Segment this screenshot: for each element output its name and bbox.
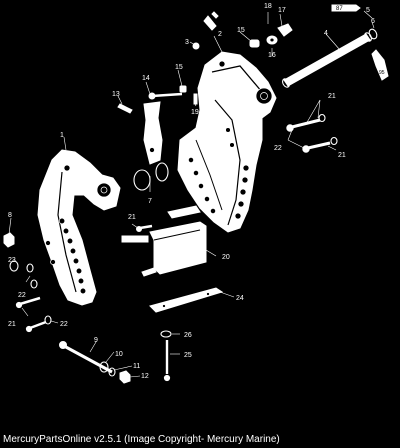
callout-22-left-upper: 22 bbox=[18, 292, 26, 299]
tilt-lock-lever[interactable] bbox=[143, 92, 183, 165]
callout-14: 14 bbox=[142, 75, 150, 82]
callout-21-lower: 21 bbox=[338, 152, 346, 159]
grease-fitting[interactable] bbox=[192, 42, 200, 50]
callout-24: 24 bbox=[236, 295, 244, 302]
callout-13: 13 bbox=[112, 91, 120, 98]
callout-7: 7 bbox=[148, 198, 152, 205]
anode-washer[interactable] bbox=[160, 330, 172, 338]
bushing[interactable] bbox=[249, 39, 260, 48]
washer-10[interactable] bbox=[99, 361, 109, 373]
callout-4: 4 bbox=[324, 30, 328, 37]
callout-8: 8 bbox=[8, 212, 12, 219]
callout-6: 6 bbox=[371, 18, 375, 25]
washer-left-1[interactable] bbox=[9, 260, 19, 272]
callout-9: 9 bbox=[94, 337, 98, 344]
through-bolt[interactable] bbox=[59, 341, 113, 374]
callout-2: 2 bbox=[218, 31, 222, 38]
washer-left-3[interactable] bbox=[30, 279, 38, 289]
callout-10: 10 bbox=[115, 351, 123, 358]
nut-left[interactable] bbox=[3, 232, 15, 248]
exploded-parts-diagram: 87 95 bbox=[3, 3, 389, 384]
callout-22-left-lower: 22 bbox=[60, 321, 68, 328]
right-transom-bracket[interactable] bbox=[177, 51, 277, 233]
detent-spring[interactable] bbox=[193, 93, 198, 105]
tube-label: 95 bbox=[379, 70, 385, 76]
callout-23: 23 bbox=[8, 257, 16, 264]
washers-right[interactable] bbox=[318, 113, 338, 146]
anode-bolt[interactable] bbox=[163, 340, 171, 382]
tube-washer[interactable] bbox=[368, 28, 379, 40]
copyright-caption: MercuryPartsOnline v2.5.1 (Image Copyrig… bbox=[3, 434, 280, 445]
callout-22-right: 22 bbox=[274, 145, 282, 152]
bolt-lower-right[interactable] bbox=[302, 141, 331, 153]
callout-16: 16 bbox=[268, 52, 276, 59]
bolt-left-2[interactable] bbox=[25, 320, 47, 333]
callout-17: 17 bbox=[278, 7, 286, 14]
callout-21-plate: 21 bbox=[128, 214, 136, 221]
washer-11[interactable] bbox=[108, 367, 116, 377]
callout-21-upper: 21 bbox=[328, 93, 336, 100]
callout-1: 1 bbox=[60, 132, 64, 139]
bolt-plate[interactable] bbox=[136, 224, 153, 232]
callout-3: 3 bbox=[185, 39, 189, 46]
bushing-ring[interactable] bbox=[133, 162, 169, 191]
pivot-pin[interactable] bbox=[266, 35, 278, 45]
swivel-tube[interactable] bbox=[281, 32, 373, 89]
callout-26: 26 bbox=[184, 332, 192, 339]
callout-25: 25 bbox=[184, 352, 192, 359]
mounting-plate[interactable] bbox=[121, 205, 207, 277]
left-transom-bracket[interactable] bbox=[37, 149, 121, 306]
locknut-12[interactable] bbox=[119, 370, 131, 384]
callout-21-left: 21 bbox=[8, 321, 16, 328]
callout-15-top: 15 bbox=[237, 27, 245, 34]
callout-20: 20 bbox=[222, 254, 230, 261]
lubricant-tube-87: 87 bbox=[331, 4, 361, 12]
callout-19: 19 bbox=[191, 109, 199, 116]
retaining-clip[interactable] bbox=[267, 12, 293, 37]
tilt-pin-washer[interactable] bbox=[179, 85, 187, 93]
washer-left-4[interactable] bbox=[44, 315, 52, 325]
callout-15-mid: 15 bbox=[175, 64, 183, 71]
bolt-upper-right[interactable] bbox=[286, 118, 321, 132]
callout-11: 11 bbox=[133, 363, 140, 370]
anode-plate[interactable] bbox=[149, 287, 224, 313]
bolt-left-1[interactable] bbox=[15, 296, 41, 309]
washer-left-2[interactable] bbox=[26, 263, 34, 273]
leader-lines bbox=[8, 10, 375, 378]
lubricant-tube-small bbox=[203, 11, 219, 31]
cotter-pin[interactable] bbox=[117, 103, 133, 114]
callout-12: 12 bbox=[141, 373, 149, 380]
lubricant-tube-95: 95 bbox=[371, 49, 389, 81]
callout-5: 5 bbox=[366, 7, 370, 14]
callout-18: 18 bbox=[264, 3, 272, 10]
callout-labels: 1 2 3 4 5 6 7 8 9 10 11 12 13 14 15 15 1… bbox=[8, 3, 375, 380]
tube-label: 87 bbox=[336, 6, 343, 12]
